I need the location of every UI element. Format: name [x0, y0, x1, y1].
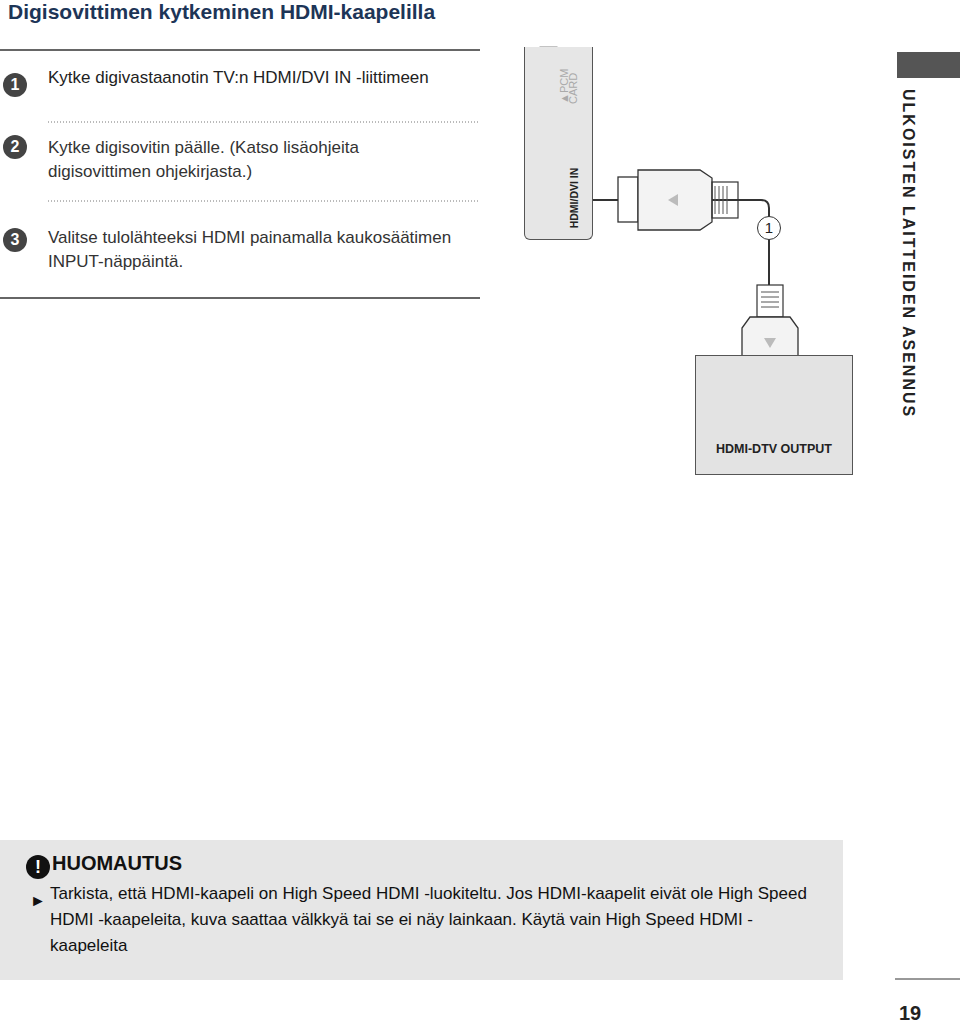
warning-icon: ! [26, 855, 50, 879]
plug-arrow [764, 338, 776, 348]
step-circle [3, 228, 27, 252]
side-tab [897, 52, 960, 78]
note-band: !HUOMAUTUS ►Tarkista, että HDMI-kaapeli o… [0, 840, 843, 980]
step-text: Valitse tulolähteeksi HDMI painamalla ka… [48, 226, 478, 274]
plug-body [742, 317, 798, 378]
title: Digisovittimen kytkeminen HDMI-kaapelill… [8, 0, 435, 24]
tv-panel: ▲PCM CARD HDMI/DVI IN [524, 47, 593, 240]
bullet: ► [30, 892, 46, 910]
section-tab: ULKOISTEN LAITTEIDEN ASENNUS [897, 89, 919, 439]
card-slot [540, 47, 557, 137]
plug-tip [752, 378, 788, 400]
step-number: 2 [5, 137, 25, 157]
note-text: Tarkista, että HDMI-kaapeli on High Spee… [50, 881, 825, 959]
page-number: 19 [890, 1002, 930, 1025]
port-label: HDMI/DVI IN [567, 158, 581, 238]
card-label: ▲PCM CARD [560, 44, 578, 104]
step-circle [3, 135, 27, 159]
plug-grip [761, 292, 779, 307]
step-circle [3, 73, 27, 97]
plug-tip [618, 177, 638, 222]
set-top-box: HDMI-DTV OUTPUT [695, 355, 853, 475]
note-heading: HUOMAUTUS [52, 852, 825, 875]
dotted-rule [48, 201, 480, 202]
step-text: Kytke digivastaanotin TV:n HDMI/DVI IN -… [48, 66, 478, 90]
insert-arrow [766, 405, 774, 412]
rule-line [0, 297, 480, 299]
callout-number: 1 [757, 216, 781, 240]
plug-grip [715, 186, 727, 214]
step-text: Kytke digisovitin päälle. (Katso lisäohj… [48, 136, 458, 184]
step-number: 3 [5, 230, 25, 250]
dotted-rule [48, 122, 480, 123]
port-label: HDMI-DTV OUTPUT [696, 442, 852, 456]
step-number: 1 [5, 75, 25, 95]
hdmi-port-slot [542, 181, 551, 217]
plug-body [638, 170, 712, 230]
plug-neck [712, 182, 738, 218]
hdmi-port [750, 416, 790, 434]
page-rule [895, 979, 960, 980]
rule-line [0, 49, 480, 51]
plug-arrow [668, 194, 678, 206]
plug-neck [757, 285, 783, 317]
insert-arrow [769, 400, 770, 408]
hdmi-port [538, 176, 558, 222]
